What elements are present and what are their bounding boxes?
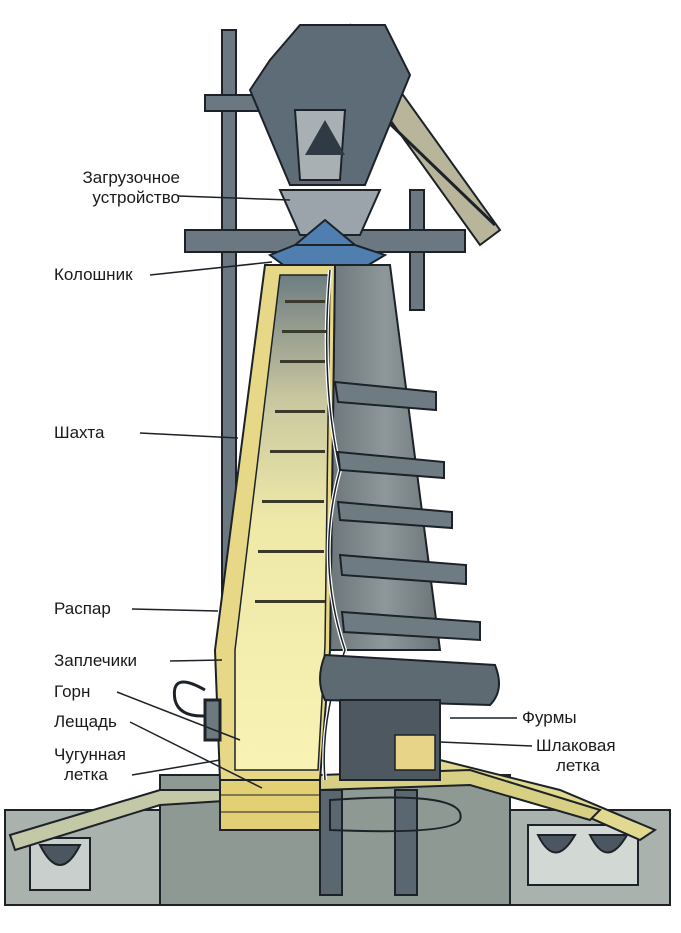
iron-notch-pipe	[172, 680, 222, 742]
label-bosh: Заплечики	[54, 651, 138, 670]
label-iron-notch: Чугунная летка	[54, 745, 126, 785]
label-slag-notch-line2: летка	[556, 756, 600, 775]
label-slag-notch: Шлаковая летка	[536, 736, 616, 776]
label-hearth: Горн	[54, 682, 91, 701]
label-loading-device-line2: устройство	[92, 188, 180, 207]
label-loading-device: Загрузочное устройство	[40, 168, 180, 208]
label-loading-device-line1: Загрузочное	[82, 168, 180, 187]
ring-platforms	[333, 380, 481, 642]
slag-car-right	[527, 824, 639, 886]
label-iron-notch-line2: летка	[64, 765, 108, 784]
charge-layers	[255, 300, 326, 603]
furnace-cutaway	[213, 264, 348, 781]
label-top: Колошник	[54, 265, 133, 284]
label-belly: Распар	[54, 599, 111, 618]
label-shaft: Шахта	[54, 423, 105, 442]
label-slag-notch-line1: Шлаковая	[536, 736, 616, 755]
leader-lines	[116, 195, 533, 789]
label-iron-notch-line1: Чугунная	[54, 745, 126, 764]
hearth-bottom	[219, 779, 321, 831]
label-hearth-bottom: Лещадь	[54, 712, 117, 731]
hearth-structure	[319, 789, 462, 896]
loading-device	[248, 24, 412, 271]
label-tuyeres: Фурмы	[522, 708, 577, 727]
slag-car-left	[29, 837, 91, 891]
slag-notch	[394, 734, 436, 771]
